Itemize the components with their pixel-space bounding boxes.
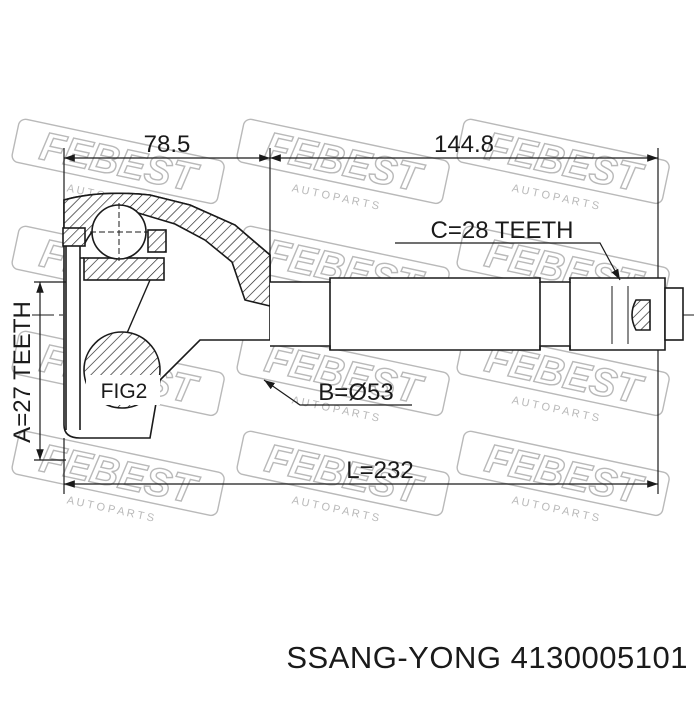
fig2-label: FIG2 <box>101 380 148 403</box>
dimension-outer-length-label: 78.5 <box>144 131 191 158</box>
inner-spline-dimension <box>34 281 66 461</box>
outer-spline-label: C=28 TEETH <box>431 217 574 244</box>
dimension-outer-length <box>63 148 271 255</box>
abs-diameter-label: B=Ø53 <box>318 379 393 406</box>
watermark-logo: FEBEST A U T O P A R T S <box>236 118 450 213</box>
inner-spline-label: A=27 TEETH <box>9 301 36 443</box>
fig2-leader <box>123 279 151 341</box>
dimension-shaft-length <box>270 148 659 278</box>
ball-bearing <box>62 203 148 261</box>
dimension-total-length-label: L=232 <box>346 457 413 484</box>
drive-shaft <box>270 277 666 351</box>
svg-text:FEBEST: FEBEST <box>481 436 648 513</box>
inner-race <box>80 229 167 281</box>
svg-text:FEBEST: FEBEST <box>261 124 428 201</box>
svg-text:FEBEST: FEBEST <box>481 124 648 201</box>
outer-spline <box>611 286 684 344</box>
fig2-detail: FIG2 <box>83 331 161 409</box>
dimension-total-length <box>63 350 659 494</box>
abs-diameter-callout <box>263 379 412 406</box>
svg-text:FEBEST: FEBEST <box>36 436 203 513</box>
dimension-shaft-length-label: 144.8 <box>434 131 494 158</box>
part-caption: SSANG-YONG 4130005101 <box>286 640 688 675</box>
outer-spline-callout <box>395 242 621 281</box>
